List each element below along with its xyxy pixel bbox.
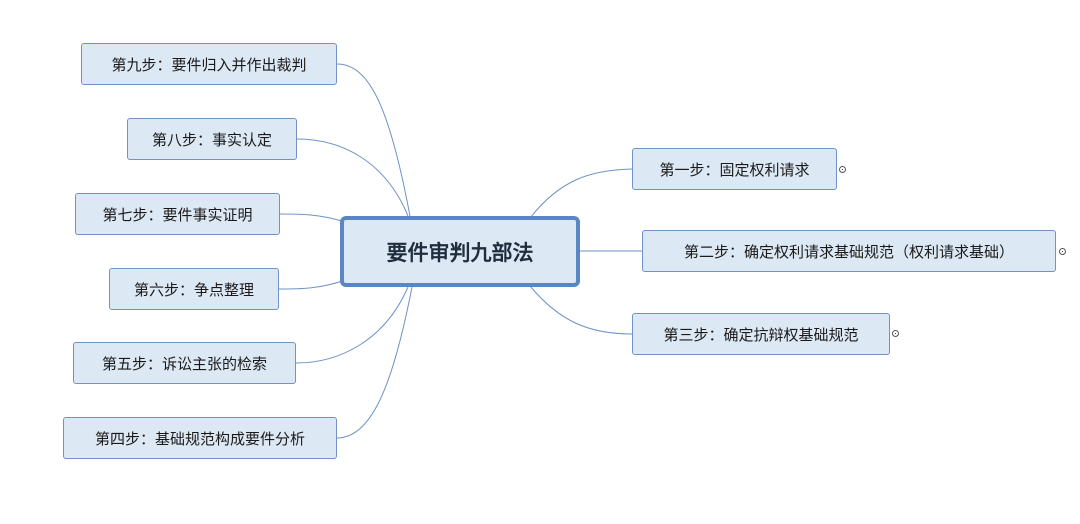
root-topic-label: 要件审判九部法 <box>386 240 534 265</box>
topic-step-3[interactable]: 第三步：确定抗辩权基础规范 <box>632 313 890 355</box>
topic-step-1[interactable]: 第一步：固定权利请求 <box>632 148 837 190</box>
topic-label: 第九步：要件归入并作出裁判 <box>111 55 307 74</box>
connector-line <box>296 138 409 217</box>
topic-step-8[interactable]: 第八步：事实认定 <box>127 118 297 160</box>
topic-label: 第一步：固定权利请求 <box>659 160 810 179</box>
connector-line <box>295 286 409 364</box>
topic-step-7[interactable]: 第七步：要件事实证明 <box>75 193 280 235</box>
connector-line <box>336 63 411 217</box>
expand-toggle-icon[interactable] <box>1059 248 1066 255</box>
connector-line <box>278 279 346 290</box>
connector-line <box>529 285 633 335</box>
topic-step-4[interactable]: 第四步：基础规范构成要件分析 <box>63 417 337 459</box>
connector-line <box>529 168 633 219</box>
expand-toggle-icon[interactable] <box>839 166 846 173</box>
connector-line <box>336 286 413 439</box>
topic-step-5[interactable]: 第五步：诉讼主张的检索 <box>73 342 296 384</box>
topic-label: 第三步：确定抗辩权基础规范 <box>663 325 859 344</box>
topic-label: 第八步：事实认定 <box>151 130 272 149</box>
root-topic[interactable]: 要件审判九部法 <box>340 216 580 287</box>
topic-step-6[interactable]: 第六步：争点整理 <box>109 268 279 310</box>
topic-label: 第六步：争点整理 <box>133 280 254 299</box>
connector-line <box>279 213 346 223</box>
topic-label: 第四步：基础规范构成要件分析 <box>94 429 305 448</box>
topic-label: 第二步：确定权利请求基础规范（权利请求基础） <box>683 242 1014 261</box>
expand-toggle-icon[interactable] <box>892 330 899 337</box>
topic-label: 第七步：要件事实证明 <box>102 205 253 224</box>
topic-step-2[interactable]: 第二步：确定权利请求基础规范（权利请求基础） <box>642 230 1056 272</box>
topic-label: 第五步：诉讼主张的检索 <box>101 354 267 373</box>
topic-step-9[interactable]: 第九步：要件归入并作出裁判 <box>81 43 337 85</box>
